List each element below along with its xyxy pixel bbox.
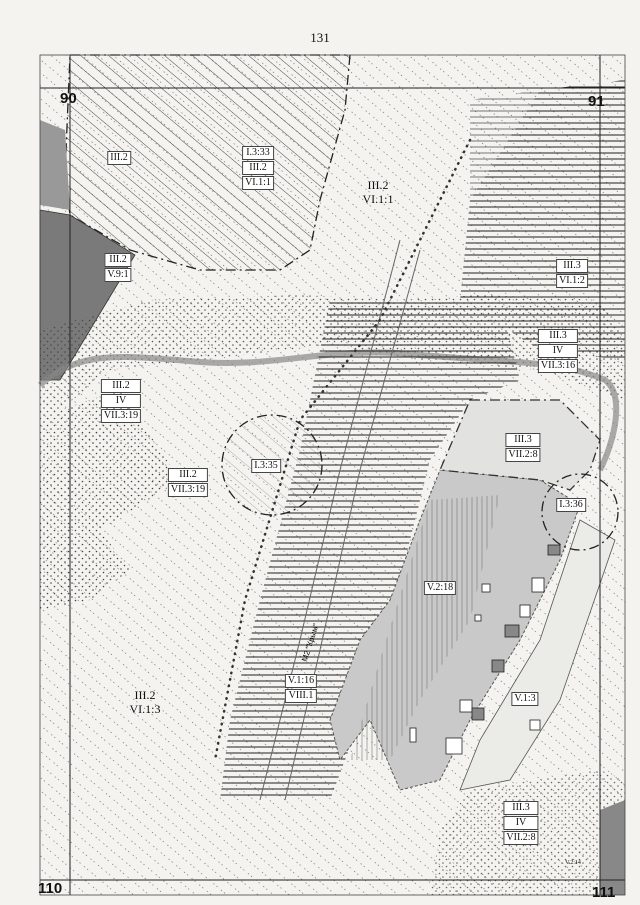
zone-label-line: IV xyxy=(503,816,539,830)
grid-corner-tr: 91 xyxy=(588,93,605,110)
zone-label-line: III.3 xyxy=(503,801,539,815)
zone-label-line: III.2 xyxy=(104,253,132,267)
zone-light-strip xyxy=(459,519,616,791)
zone-label-line: V.1:16 xyxy=(284,674,318,688)
grid-corner-bl: 110 xyxy=(38,880,63,897)
zone-label-line: VII.2:8 xyxy=(505,448,541,462)
circle-zone-36 xyxy=(541,473,619,551)
zone-label-line: VI.1:3 xyxy=(129,702,161,716)
zone-label-line: III.2 xyxy=(242,161,274,175)
dotted-boundary xyxy=(213,138,472,762)
grid-lines xyxy=(40,55,625,895)
zone-dark-bottom-right xyxy=(600,800,625,895)
zone-label: III.2 xyxy=(107,150,131,166)
zone-label: I.3:35 xyxy=(251,458,281,474)
zone-settlement-stripe xyxy=(350,495,500,760)
zone-label-line: VII.3:16 xyxy=(537,359,579,373)
zone-label-line: III.2 xyxy=(100,379,142,393)
zone-label-line: III.3 xyxy=(537,329,579,343)
zone-label-line: III.2 xyxy=(107,151,131,165)
zone-dotted-left xyxy=(40,390,180,610)
zone-label: I.3:36 xyxy=(556,497,586,513)
highway-edge-right xyxy=(284,249,421,801)
grid-corner-br: 111 xyxy=(592,884,616,901)
zone-label-line: VI.1:1 xyxy=(362,192,394,206)
page-number: 131 xyxy=(310,30,330,45)
zone-label-line: I.3:35 xyxy=(251,459,281,473)
grid-corner-tl: 90 xyxy=(60,90,77,107)
zone-label-line: VII.3:19 xyxy=(167,483,209,497)
zone-label: V.2:18 xyxy=(423,580,457,596)
zone-label-line: VI.1:2 xyxy=(556,274,588,288)
zone-label-line: III.2 xyxy=(167,468,209,482)
zone-label-line: III.3 xyxy=(505,433,541,447)
zone-label-line: IV xyxy=(100,394,142,408)
zone-label: V.2:14 xyxy=(565,860,581,867)
zone-label: V.1:3 xyxy=(511,691,539,707)
zone-label-line: III.3 xyxy=(556,259,588,273)
zone-label-line: V.2:18 xyxy=(423,581,457,595)
zone-label-line: I.3:33 xyxy=(242,146,274,160)
zone-mid-left xyxy=(40,120,70,210)
zone-label-line: III.2 xyxy=(134,688,156,702)
zone-horizontal-right xyxy=(460,80,625,360)
zone-label-line: V.1:3 xyxy=(511,692,539,706)
zone-hatched-top xyxy=(64,54,351,271)
map-frame xyxy=(39,54,626,896)
zone-label-line: VII.3:19 xyxy=(100,409,142,423)
zone-label-line: I.3:36 xyxy=(556,498,586,512)
zone-label-line: VIII.1 xyxy=(284,689,318,703)
zone-horizontal-right-top xyxy=(470,90,540,200)
zone-label-line: IV xyxy=(537,344,579,358)
zone-label-line: VI.1:1 xyxy=(242,176,274,190)
highway-edge-left xyxy=(259,239,401,801)
buildings xyxy=(409,544,561,755)
zone-label-line: V.2:14 xyxy=(565,860,581,866)
zone-label-line: III.2 xyxy=(367,178,389,192)
zone-label-line: VII.2:8 xyxy=(503,831,539,845)
zone-label-line: V.9:1 xyxy=(104,268,132,282)
